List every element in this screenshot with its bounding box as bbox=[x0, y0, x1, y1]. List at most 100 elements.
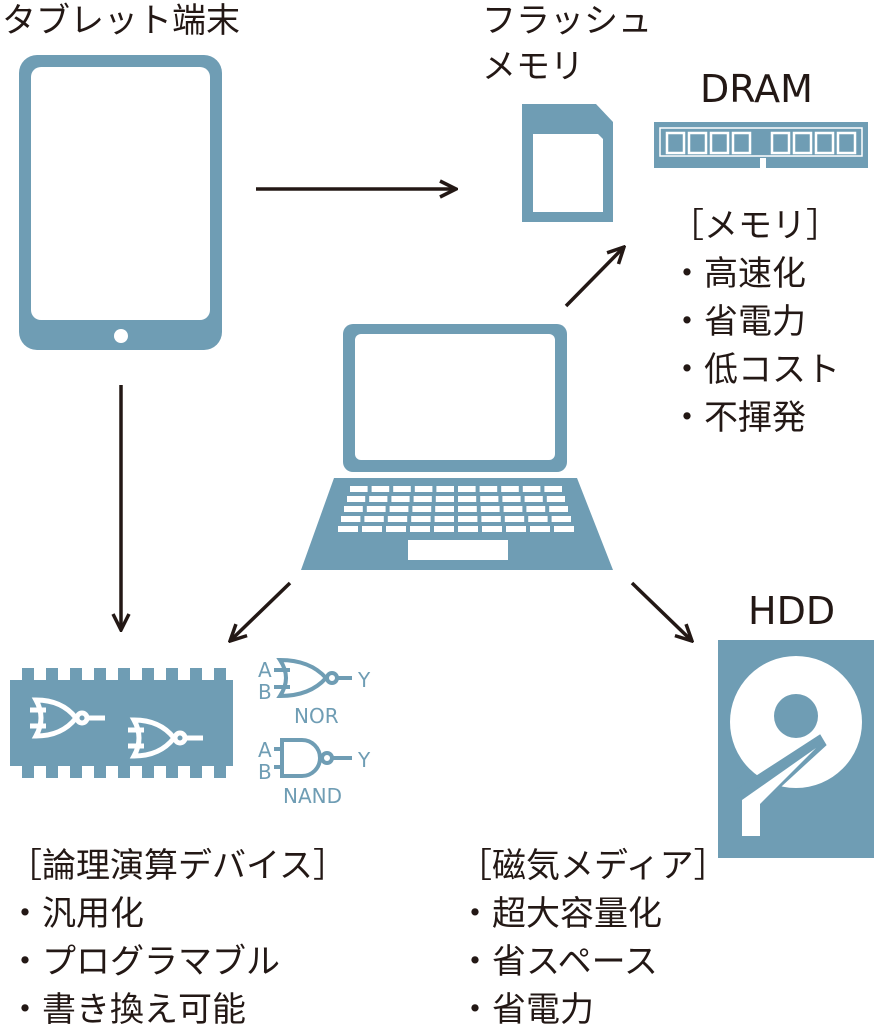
keyboard-key bbox=[436, 486, 454, 492]
list-item: ・プログラマブル bbox=[8, 942, 280, 982]
keyboard-key bbox=[362, 526, 382, 532]
chip-pin bbox=[214, 668, 226, 680]
keyboard-key bbox=[347, 496, 366, 502]
flash-label-line1: フラッシュ bbox=[482, 1, 652, 41]
logic-chip-icon bbox=[10, 668, 233, 778]
chip-pin bbox=[142, 668, 154, 680]
keyboard-key bbox=[413, 496, 432, 502]
keyboard-key bbox=[364, 516, 384, 522]
chip-pin bbox=[166, 766, 178, 778]
arrows bbox=[121, 189, 692, 641]
keyboard-key bbox=[528, 516, 548, 522]
keyboard-key bbox=[458, 526, 478, 532]
keyboard-key bbox=[458, 486, 476, 492]
magnetic-list-heading: ［磁気メディア］ bbox=[458, 846, 728, 886]
list-item: ・省スペース bbox=[458, 942, 658, 982]
nand-gate-icon bbox=[274, 738, 352, 778]
chip-pin bbox=[214, 766, 226, 778]
keyboard-key bbox=[338, 526, 358, 532]
chip-pin bbox=[22, 766, 34, 778]
logic-device-list: ［論理演算デバイス］ ・汎用化 ・プログラマブル ・書き換え可能 bbox=[8, 842, 347, 1034]
nor-gate-name: NOR bbox=[294, 704, 339, 728]
keyboard-key bbox=[458, 516, 478, 522]
chip-pin bbox=[70, 766, 82, 778]
keyboard-key bbox=[481, 516, 501, 522]
list-item: ・不揮発 bbox=[670, 398, 806, 438]
nand-output: Y bbox=[358, 748, 371, 772]
chip-pin bbox=[46, 766, 58, 778]
laptop-icon bbox=[301, 324, 613, 570]
keyboard-key bbox=[391, 496, 410, 502]
keyboard-key bbox=[414, 486, 433, 492]
keyboard-key bbox=[350, 486, 368, 492]
list-item: ・省電力 bbox=[458, 990, 594, 1030]
hard-disk-icon bbox=[718, 640, 874, 858]
keyboard-key bbox=[544, 486, 562, 492]
nor-gate-icon bbox=[274, 657, 352, 699]
chip-pin bbox=[118, 668, 130, 680]
sd-card-icon bbox=[522, 104, 613, 222]
chip-pin bbox=[142, 766, 154, 778]
tablet-icon bbox=[19, 55, 222, 350]
keyboard-key bbox=[502, 496, 521, 502]
keyboard-key bbox=[501, 486, 519, 492]
memory-list: ［メモリ］ ・高速化 ・省電力 ・低コスト ・不揮発 bbox=[670, 202, 840, 442]
flash-label-line2: メモリ bbox=[482, 47, 584, 87]
tablet-label: タブレット端末 bbox=[2, 1, 240, 41]
keyboard-key bbox=[369, 496, 388, 502]
keyboard-key bbox=[386, 526, 406, 532]
arrow-laptop-to-hdd bbox=[630, 581, 692, 641]
list-item: ・省電力 bbox=[670, 302, 806, 342]
keyboard-key bbox=[480, 506, 500, 512]
keyboard-key bbox=[371, 486, 390, 492]
nor-input-b: B bbox=[258, 680, 272, 704]
keyboard-key bbox=[458, 506, 477, 512]
keyboard-key bbox=[434, 526, 454, 532]
chip-pin bbox=[190, 766, 202, 778]
nor-output: Y bbox=[358, 668, 371, 692]
keyboard-key bbox=[479, 486, 498, 492]
keyboard-key bbox=[412, 506, 432, 512]
keyboard-key bbox=[554, 526, 574, 532]
chip-pin bbox=[94, 668, 106, 680]
nand-input-b: B bbox=[258, 760, 272, 784]
keyboard-key bbox=[458, 496, 477, 502]
keyboard-key bbox=[506, 526, 526, 532]
arrow-laptop-to-flash bbox=[564, 247, 624, 308]
keyboard-key bbox=[524, 496, 543, 502]
hdd-label: HDD bbox=[748, 589, 836, 633]
list-item: ・書き換え可能 bbox=[8, 990, 246, 1030]
list-item: ・汎用化 bbox=[8, 894, 144, 934]
keyboard-key bbox=[504, 516, 525, 522]
keyboard-key bbox=[393, 486, 411, 492]
nand-gate-name: NAND bbox=[283, 784, 343, 808]
chip-pin bbox=[190, 668, 202, 680]
chip-pin bbox=[166, 668, 178, 680]
chip-pin bbox=[70, 668, 82, 680]
chip-pin bbox=[22, 668, 34, 680]
keyboard-key bbox=[411, 516, 431, 522]
keyboard-key bbox=[344, 506, 363, 512]
keyboard-key bbox=[549, 506, 568, 512]
chip-pin bbox=[118, 766, 130, 778]
keyboard-key bbox=[546, 496, 565, 502]
keyboard-key bbox=[503, 506, 523, 512]
nor-input-a: A bbox=[258, 658, 272, 682]
magnetic-media-list: ［磁気メディア］ ・超大容量化 ・省スペース ・省電力 bbox=[458, 842, 728, 1034]
keyboard-key bbox=[526, 506, 546, 512]
keyboard-key bbox=[522, 486, 541, 492]
chip-pin bbox=[94, 766, 106, 778]
keyboard-key bbox=[410, 526, 430, 532]
keyboard-key bbox=[435, 506, 454, 512]
keyboard-key bbox=[366, 506, 386, 512]
keyboard-key bbox=[551, 516, 571, 522]
keyboard-key bbox=[341, 516, 361, 522]
keyboard-key bbox=[434, 516, 454, 522]
keyboard-key bbox=[387, 516, 408, 522]
keyboard-key bbox=[530, 526, 550, 532]
list-item: ・低コスト bbox=[670, 350, 840, 390]
nand-input-a: A bbox=[258, 738, 272, 762]
memory-list-heading: ［メモリ］ bbox=[670, 206, 840, 246]
list-item: ・高速化 bbox=[670, 254, 806, 294]
